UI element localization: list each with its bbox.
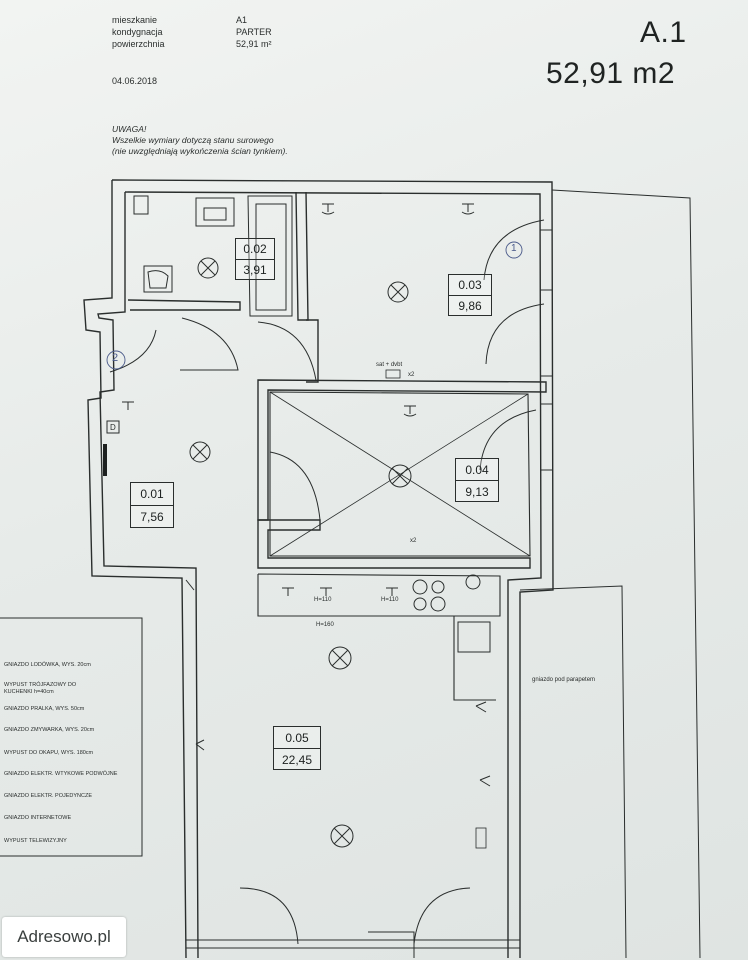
x2-note-a: x2 [408,372,415,378]
hob-4 [430,596,446,612]
wall-hall-bedroom [257,379,547,521]
room-id: 0.05 [274,727,320,749]
legend-item: GNIAZDO LODÓWKA, WYS. 20cm [4,662,91,668]
header-labels: mieszkanie kondygnacja powierzchnia [112,14,165,50]
window-bottom [186,931,520,958]
bathroom-wall [127,191,309,321]
room-id: 0.03 [449,275,491,296]
wall-bedroom-04-bottom [257,519,531,569]
door-number-1: 1 [511,243,517,254]
sat-dvbt-note: sat + dvbt [376,362,403,368]
door-arc-balcony-1 [239,887,299,945]
hob-1 [412,579,428,595]
plan-date: 04.06.2018 [112,76,158,86]
legend-item: WYPUST TELEWIZYJNY [4,838,67,844]
outer-wall-inner [97,191,542,959]
legend-item: GNIAZDO ZMYWARKA, WYS. 20cm [4,727,95,733]
hob-3 [413,597,427,611]
label-floor: kondygnacja [112,27,163,37]
hob-2 [431,580,445,594]
unit-code: A.1 [640,16,687,49]
notice-line-2: (nie uwzględniają wykończenia ścian tynk… [112,146,288,156]
notice-title: UWAGA! [112,124,147,134]
adresowo-watermark[interactable]: Adresowo.pl [2,917,126,957]
room-area: 3,91 [243,263,267,277]
room-area: 9,86 [458,299,482,313]
outer-wall [83,179,554,959]
room-id: 0.02 [236,239,274,260]
room-label-0-05: 0.05 22,45 [273,726,321,770]
legend-table [0,617,143,857]
room-label-0-02: 0.02 3,91 [235,238,275,280]
h160-note: H=160 [316,622,334,628]
unit-area: 52,91 m2 [546,57,676,90]
legend: GNIAZDO LODÓWKA, WYS. 20cm WYPUST TRÓJFA… [0,618,178,858]
washbasin [195,197,235,227]
door-arc-bathroom [180,317,239,371]
oven-icon [465,574,481,590]
door-arc-balcony-2 [413,887,471,945]
window-right [540,229,552,471]
room-id: 0.01 [131,483,173,506]
room-label-0-01: 0.01 7,56 [130,482,174,528]
door-number-2: 2 [112,352,119,364]
panel-bar [103,444,107,476]
light-fixtures [189,257,412,848]
notice-line-1: Wszelkie wymiary dotyczą stanu surowego [112,135,274,145]
h110-note-b: H=110 [381,597,399,603]
door-arc-room03-b [485,303,545,365]
legend-item: KUCHENKI h=40cm [4,689,54,695]
electrical-box [106,420,120,434]
door-arc-entry [109,329,157,373]
value-floor: PARTER [236,27,272,37]
legend-item: WYPUST TRÓJFAZOWY DO [4,682,77,688]
door-number-2-circle [106,350,126,370]
room-id: 0.04 [456,459,498,481]
legend-item: GNIAZDO PRALKA, WYS. 50cm [4,706,85,712]
toilet [143,265,173,293]
label-apartment: mieszkanie [112,15,158,25]
room-area: 9,13 [465,484,489,499]
door-arc-room03 [483,219,545,281]
legend-item: GNIAZDO ELEKTR. WTYKOWE PODWÓJNE [4,771,118,777]
door-arc-room04 [479,409,537,471]
kitchen-sink [457,621,491,653]
door-number-1-circle [505,241,523,259]
x2-note-b: x2 [410,538,417,544]
socket-under-sill-note: gniazdo pod parapetem [532,677,596,683]
room-label-0-03: 0.03 9,86 [448,274,492,316]
header-values: A1 PARTER 52,91 m² [236,14,272,50]
h110-note-a: H=110 [314,597,332,603]
room-label-0-04: 0.04 9,13 [455,458,499,502]
tv-socket-box [385,369,401,379]
washing-machine [133,195,149,215]
inet-socket-box [475,827,487,849]
wall-room03-left [306,319,319,383]
door-arc-bedroom [269,451,321,521]
garden-outline [519,189,701,959]
room-area: 22,45 [281,752,313,767]
value-area: 52,91 m² [236,39,272,49]
socket-marks [122,203,491,787]
legend-item: GNIAZDO INTERNETOWE [4,815,72,821]
door-arc-hall [257,321,317,381]
legend-item: WYPUST DO OKAPU, WYS. 180cm [4,750,94,756]
value-apartment: A1 [236,15,248,25]
label-area: powierzchnia [112,39,165,49]
kitchen-counter [257,573,501,701]
bathroom-tub [247,195,293,317]
room-area: 7,56 [140,510,164,524]
d-label: D [110,423,116,432]
notice: UWAGA! Wszelkie wymiary dotyczą stanu su… [112,124,288,157]
legend-item: GNIAZDO ELEKTR. POJEDYNCZE [4,793,93,799]
